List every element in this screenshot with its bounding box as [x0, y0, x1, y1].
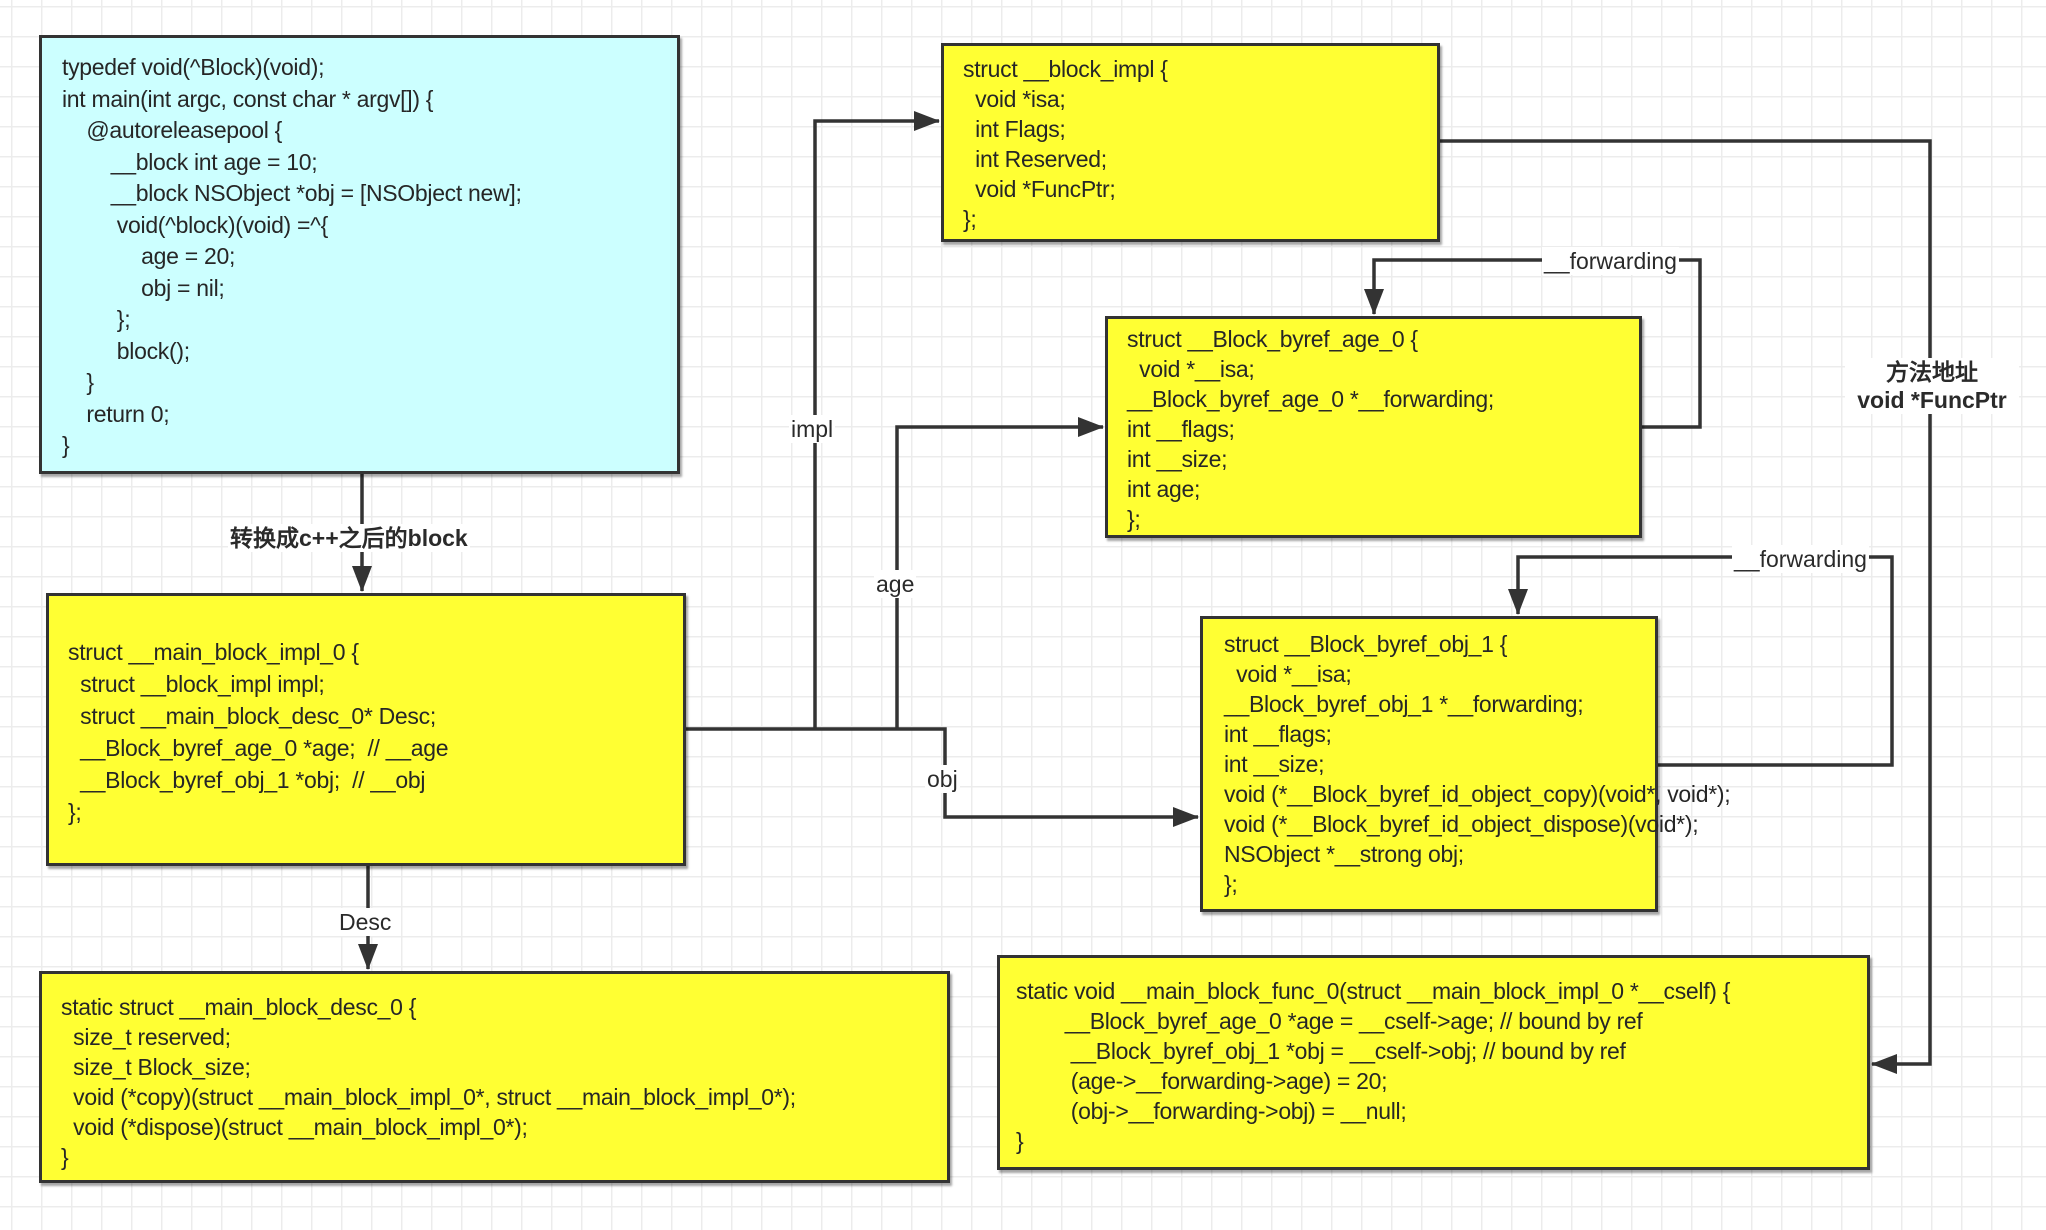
byref-obj-struct-box[interactable]: struct __Block_byref_obj_1 { void *__isa… [1200, 616, 1731, 912]
edge-label-convert: 转换成c++之后的block [228, 524, 470, 552]
code-line: int Flags; [963, 116, 1066, 142]
code-line: __block NSObject *obj = [NSObject new]; [62, 180, 522, 206]
main-block-desc-struct-box[interactable]: static struct __main_block_desc_0 { size… [39, 971, 950, 1183]
code-line: __Block_byref_age_0 *age; // __age [68, 735, 449, 761]
edge-forwarding-obj [1508, 555, 1894, 767]
code-line: struct __block_impl { [963, 56, 1168, 82]
code-line: (age->__forwarding->age) = 20; [1016, 1068, 1388, 1094]
code-line: void *__isa; [1224, 661, 1352, 687]
code-line: }; [1127, 506, 1141, 532]
code-line: }; [68, 799, 82, 825]
code-line: static struct __main_block_desc_0 { [61, 994, 417, 1020]
code-line: block(); [62, 337, 190, 364]
code-line: } [61, 1144, 69, 1170]
code-line: struct __block_impl impl; [68, 671, 325, 697]
code-line: @autoreleasepool { [62, 117, 283, 143]
funcptr-label-line2: void *FuncPtr [1857, 387, 2007, 413]
byref-age-struct-box[interactable]: struct __Block_byref_age_0 { void *__isa… [1105, 316, 1642, 538]
code-line: } [62, 432, 70, 458]
funcptr-label-line1: 方法地址 [1886, 359, 1978, 385]
code-line: void (*__Block_byref_id_object_dispose)(… [1224, 811, 1699, 837]
code-line: (obj->__forwarding->obj) = __null; [1016, 1098, 1407, 1124]
code-line: __Block_byref_obj_1 *__forwarding; [1224, 691, 1584, 717]
code-line: struct __Block_byref_obj_1 { [1224, 631, 1508, 657]
code-line: __Block_byref_age_0 *age = __cself->age;… [1016, 1008, 1643, 1034]
code-line: void *__isa; [1127, 356, 1255, 382]
code-line: }; [1224, 871, 1238, 897]
edge-label-forwarding-obj: __forwarding [1732, 545, 1869, 573]
code-line: int __flags; [1127, 416, 1235, 442]
code-line: void *isa; [963, 86, 1066, 112]
edge-label-obj: obj [925, 765, 960, 793]
code-line: return 0; [62, 400, 170, 427]
code-line: void(^block)(void) =^{ [62, 211, 329, 238]
edge-label-forwarding-age: __forwarding [1542, 247, 1679, 275]
code-line: int __flags; [1224, 721, 1332, 747]
code-line: } [1016, 1128, 1024, 1154]
source-code-box[interactable]: typedef void(^Block)(void); int main(int … [39, 35, 680, 474]
code-line: void *FuncPtr; [963, 176, 1116, 202]
edge-label-age: age [874, 570, 917, 598]
code-line: __Block_byref_obj_1 *obj = __cself->obj;… [1016, 1038, 1626, 1064]
code-line: void (*copy)(struct __main_block_impl_0*… [61, 1084, 796, 1110]
edge-impl [813, 111, 940, 729]
edge-age [895, 417, 1104, 729]
code-line: typedef void(^Block)(void); [62, 54, 325, 80]
code-line: __Block_byref_age_0 *__forwarding; [1127, 386, 1494, 412]
edge-label-funcptr: 方法地址 void *FuncPtr [1845, 358, 2019, 414]
main-block-impl-struct-box[interactable]: struct __main_block_impl_0 { struct __bl… [46, 593, 686, 866]
code-line: int __size; [1127, 446, 1228, 472]
code-line: void (*dispose)(struct __main_block_impl… [61, 1114, 528, 1140]
code-line: int age; [1127, 476, 1201, 502]
code-line: __block int age = 10; [62, 148, 318, 175]
code-line: struct __main_block_desc_0* Desc; [68, 703, 436, 729]
code-line: int main(int argc, const char * argv[]) … [62, 85, 434, 112]
edge-forwarding-age [1364, 258, 1702, 429]
main-block-func-box[interactable]: static void __main_block_func_0(struct _… [997, 955, 1870, 1170]
code-line: }; [963, 206, 977, 232]
code-line: __Block_byref_obj_1 *obj; // __obj [68, 767, 426, 793]
code-line: int Reserved; [963, 146, 1107, 172]
code-line: } [62, 369, 94, 395]
code-line: int __size; [1224, 751, 1325, 777]
edge-funcptr [1440, 139, 1932, 1074]
code-line: static void __main_block_func_0(struct _… [1016, 978, 1731, 1004]
code-line: void (*__Block_byref_id_object_copy)(voi… [1224, 781, 1731, 807]
block-impl-struct-box[interactable]: struct __block_impl { void *isa; int Fla… [941, 43, 1440, 242]
code-line: NSObject *__strong obj; [1224, 841, 1464, 867]
edge-label-impl: impl [789, 415, 836, 443]
code-line: struct __Block_byref_age_0 { [1127, 326, 1418, 352]
code-line: size_t Block_size; [61, 1054, 251, 1080]
edge-label-desc: Desc [337, 908, 394, 936]
code-line: }; [62, 306, 131, 332]
code-line: struct __main_block_impl_0 { [68, 639, 359, 665]
code-line: size_t reserved; [61, 1024, 231, 1050]
code-line: obj = nil; [62, 274, 225, 301]
code-line: age = 20; [62, 243, 236, 269]
